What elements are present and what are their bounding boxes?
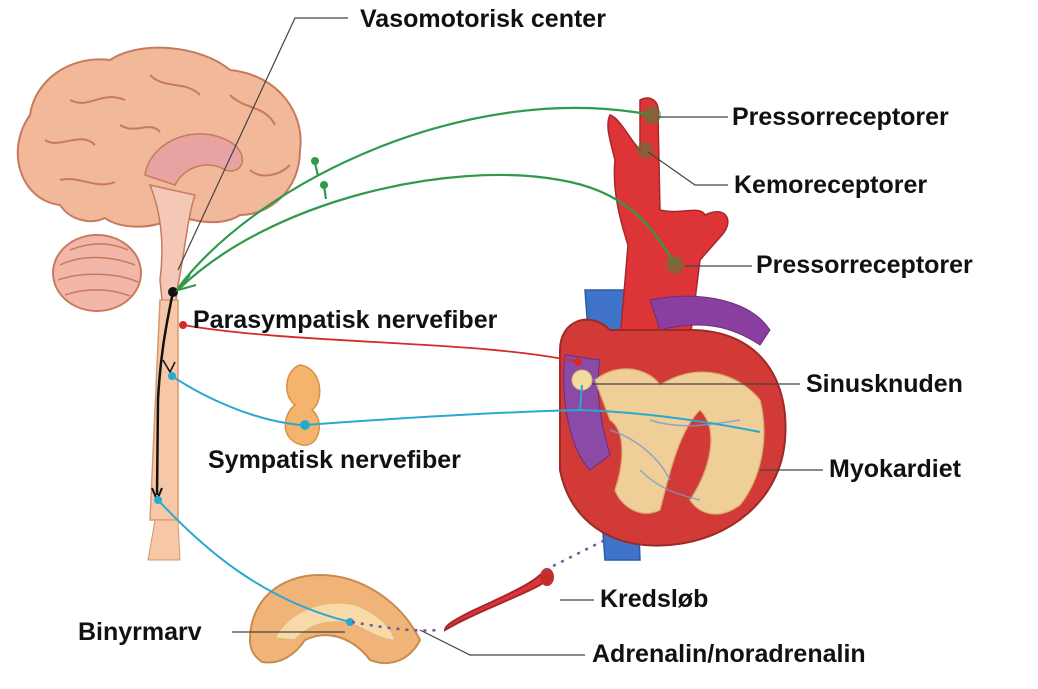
- heart-illustration: [560, 98, 786, 560]
- aortic-pressoreceptor-label: Pressorreceptorer: [756, 253, 973, 278]
- ganglion-dot: [311, 157, 319, 165]
- parasympathetic-fiber-label: Parasympatisk nervefiber: [193, 308, 497, 333]
- sympathetic-fiber-label: Sympatisk nervefiber: [208, 448, 461, 473]
- sympathetic-ganglion-dot: [300, 420, 310, 430]
- parasympathetic-end-dot: [574, 358, 582, 366]
- sympathetic-origin-dot: [154, 496, 162, 504]
- circulation-path: [545, 540, 605, 570]
- aortic-pressoreceptor-site: [666, 256, 684, 274]
- sympathetic-ganglion-illustration: [285, 365, 319, 445]
- parasympathetic-origin-dot: [179, 321, 187, 329]
- sinus-node-label: Sinusknuden: [806, 372, 963, 397]
- sympathetic-origin-dot: [168, 372, 176, 380]
- vasomotor-center-label: Vasomotorisk center: [360, 7, 606, 32]
- myocardium-label: Myokardiet: [829, 457, 961, 482]
- chemoreceptor-site: [637, 142, 653, 158]
- ganglion-dot: [320, 181, 328, 189]
- circulation-label: Kredsløb: [600, 587, 708, 612]
- hormones-label: Adrenalin/noradrenalin: [592, 642, 866, 667]
- blood-vessel-illustration: [445, 568, 554, 630]
- chemoreceptor-label: Kemoreceptorer: [734, 173, 927, 198]
- carotid-pressoreceptor-label: Pressorreceptorer: [732, 105, 949, 130]
- adrenal-gland-illustration: [250, 575, 420, 663]
- cerebellum-illustration: [53, 235, 141, 311]
- adrenal-medulla-label: Binyrmarv: [78, 620, 202, 645]
- carotid-pressoreceptor-site: [643, 106, 661, 124]
